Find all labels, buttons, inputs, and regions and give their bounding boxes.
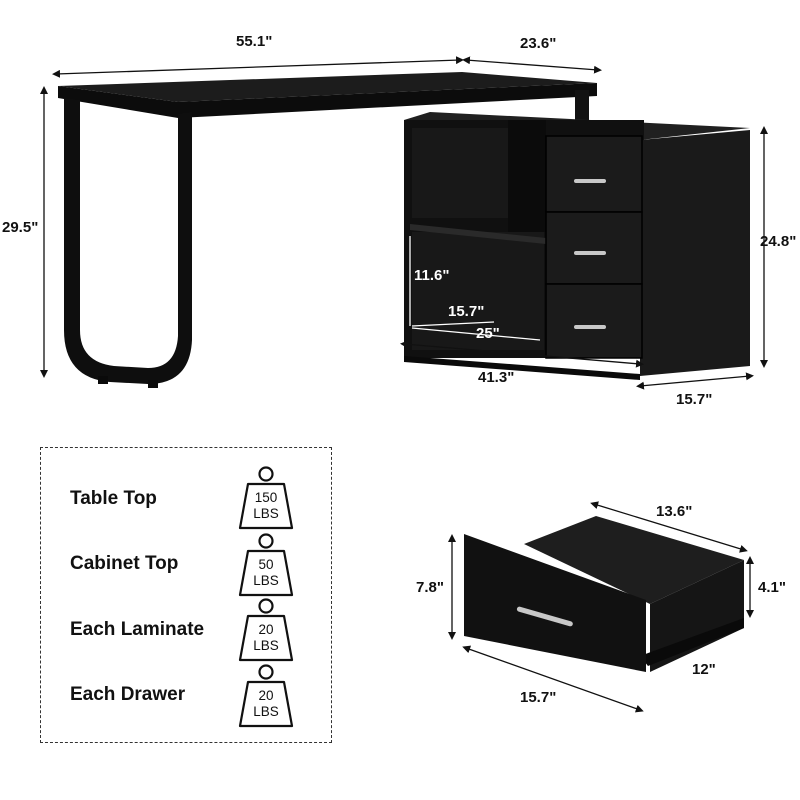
drawer-box-bottom (640, 618, 744, 666)
shelf-board (410, 224, 546, 244)
dim-line-drawer-inner-width (590, 501, 748, 553)
drawer-handle-2[interactable] (574, 251, 606, 255)
label-drawer-front-width: 15.7" (520, 689, 556, 706)
weight-icon: 150 LBS (238, 466, 294, 532)
drawer-front-2[interactable] (545, 211, 643, 285)
drawer-front-panel[interactable] (464, 534, 646, 672)
label-drawer-depth: 12" (692, 661, 716, 678)
drawer-box-inside (524, 516, 744, 604)
label-desk-width: 55.1" (236, 33, 272, 50)
label-desk-depth: 23.6" (520, 35, 556, 52)
label-drawer-inner-width: 13.6" (656, 503, 692, 520)
drawer-handle-1[interactable] (574, 179, 606, 183)
desk-rear-support (575, 90, 589, 128)
desk-top-edge (58, 83, 597, 118)
shelf-divider (508, 120, 546, 232)
dim-line-cabinet-depth (636, 372, 754, 390)
cabinet-bottom (404, 356, 640, 380)
weight-icon: 50 LBS (238, 533, 294, 599)
label-cabinet-width: 41.3" (478, 369, 514, 386)
dim-line-shelf-width (411, 327, 541, 341)
label-desk-height: 29.5" (2, 219, 38, 236)
weight-value: 20 (258, 622, 274, 637)
weight-value: 50 (258, 557, 274, 572)
desk-u-leg (64, 98, 192, 384)
dim-line-desk-depth (462, 56, 602, 74)
load-label-each-laminate: Each Laminate (70, 619, 205, 640)
weight-unit: LBS (253, 704, 279, 719)
weight-unit: LBS (253, 506, 279, 521)
dim-line-desk-width (52, 56, 464, 78)
dim-line-shelf-depth (411, 321, 495, 327)
leg-foot-left (98, 376, 108, 384)
load-label-cabinet-top: Cabinet Top (70, 553, 179, 574)
drawer-front-3[interactable] (545, 283, 643, 359)
drawer-front-1[interactable] (545, 135, 643, 213)
weight-unit: LBS (253, 638, 279, 653)
weight-icon: 20 LBS (238, 598, 294, 664)
label-cabinet-height: 24.8" (760, 233, 796, 250)
weight-value: 20 (258, 688, 274, 703)
load-label-table-top: Table Top (70, 488, 157, 509)
leg-foot-right (148, 380, 158, 388)
drawer-handle-detail[interactable] (516, 606, 573, 627)
label-shelf-width: 25" (476, 325, 500, 342)
load-label-each-drawer: Each Drawer (70, 684, 186, 705)
label-cabinet-depth: 15.7" (676, 391, 712, 408)
drawer-handle-3[interactable] (574, 325, 606, 329)
weight-value: 150 (254, 490, 278, 505)
load-capacity-panel (40, 447, 332, 743)
dim-line-drawer-front-width (462, 645, 644, 713)
label-drawer-inner-height: 4.1" (758, 579, 786, 596)
cabinet-side (640, 130, 750, 376)
label-shelf-depth: 15.7" (448, 303, 484, 320)
weight-icon: 20 LBS (238, 664, 294, 730)
shelf-opening-upper (412, 128, 508, 218)
desk-top (58, 72, 597, 102)
label-shelf-height: 11.6" (414, 267, 449, 284)
weight-unit: LBS (253, 573, 279, 588)
dim-line-cabinet-width (400, 340, 644, 368)
label-drawer-front-height: 7.8" (416, 579, 444, 596)
